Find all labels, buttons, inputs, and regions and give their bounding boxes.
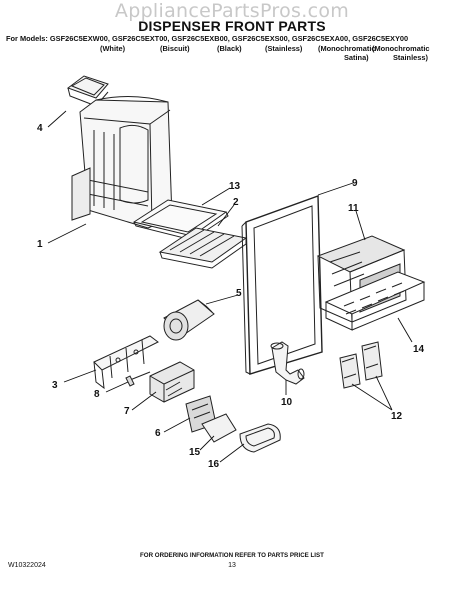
leader-3 (63, 369, 97, 383)
part-2-tray-grille (158, 227, 248, 269)
leader-6 (163, 417, 191, 433)
part-7-actuator (149, 361, 195, 403)
watermark: AppliancePartsPros.com (114, 0, 350, 22)
leader-lines (47, 110, 413, 463)
variant-row: (White) (Biscuit) (Black) (Stainless) (M… (0, 44, 464, 64)
callout-14: 14 (413, 344, 425, 355)
leader-5 (205, 294, 239, 305)
callout-3: 3 (52, 380, 58, 391)
leader-1 (47, 223, 87, 244)
part-10-fitting (270, 341, 305, 385)
leader-15 (199, 435, 215, 451)
variant-mono-stainless: (Monochromatic (372, 44, 430, 53)
callout-16: 16 (208, 459, 220, 470)
leader-8 (105, 381, 129, 393)
part-14-panel-face (324, 271, 426, 331)
callout-9: 9 (352, 178, 358, 189)
leader-12 (351, 375, 393, 411)
leader-7 (131, 391, 157, 411)
callout-6: 6 (155, 428, 161, 439)
part-9-gasket (241, 195, 323, 375)
variant-mono-stainless-line2: Stainless) (393, 53, 428, 62)
variant-mono-satina: (Monochromatic (318, 44, 376, 53)
leader-16 (219, 443, 245, 463)
variant-mono-satina-line2: Satina) (344, 53, 369, 62)
callout-12: 12 (391, 411, 403, 422)
part-12-pads (339, 341, 383, 389)
leader-4 (47, 110, 67, 128)
callout-5: 5 (236, 288, 242, 299)
callout-11: 11 (348, 203, 359, 214)
variant-black: (Black) (217, 44, 242, 53)
part-15-pad (201, 413, 237, 443)
models-line: For Models: GSF26C5EXW00, GSF26C5EXT00, … (6, 34, 409, 43)
page-number: 13 (228, 562, 236, 569)
part-13-tray-frame (132, 199, 229, 241)
part-8-screw (125, 371, 151, 387)
document-id: W10322024 (8, 562, 46, 569)
leader-9 (317, 182, 354, 196)
callout-2: 2 (233, 197, 239, 208)
callout-7: 7 (124, 406, 130, 417)
part-4-cap (66, 75, 109, 107)
callout-13: 13 (229, 181, 241, 192)
part-5-motor (163, 299, 215, 341)
page-title: DISPENSER FRONT PARTS (138, 18, 326, 34)
leader-13 (201, 187, 231, 206)
callout-15: 15 (189, 447, 201, 458)
leader-14 (397, 317, 413, 343)
leader-11 (355, 210, 366, 241)
callout-4: 4 (37, 123, 43, 134)
part-1-housing (71, 95, 173, 229)
callout-10: 10 (281, 397, 293, 408)
variant-white: (White) (100, 44, 126, 53)
part-3-bracket (93, 335, 159, 390)
callout-8: 8 (94, 389, 100, 400)
variant-biscuit: (Biscuit) (160, 44, 190, 53)
part-16-paddle (239, 423, 281, 453)
leader-2 (217, 204, 235, 227)
callout-1: 1 (37, 239, 43, 250)
ordering-note: FOR ORDERING INFORMATION REFER TO PARTS … (140, 552, 324, 559)
variant-stainless: (Stainless) (265, 44, 303, 53)
